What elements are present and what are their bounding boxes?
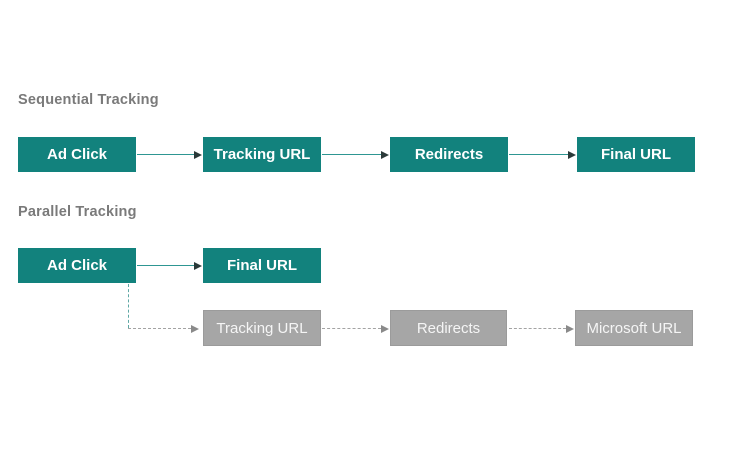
- arrowhead-icon: [194, 150, 202, 159]
- arrow-par-trackingurl-to-redirects-dashed: [322, 324, 389, 333]
- arrow-seq-trackingurl-to-redirects: [322, 150, 389, 159]
- arrow-shaft: [322, 154, 381, 155]
- parallel-tracking-heading: Parallel Tracking: [18, 204, 137, 220]
- node-sequential-ad-click: Ad Click: [18, 137, 136, 172]
- arrow-par-redirects-to-microsofturl-dashed: [509, 324, 574, 333]
- node-sequential-final-url: Final URL: [577, 137, 695, 172]
- node-parallel-tracking-url: Tracking URL: [203, 310, 321, 346]
- arrow-shaft: [137, 154, 194, 155]
- node-parallel-ad-click: Ad Click: [18, 248, 136, 283]
- arrowhead-icon: [381, 150, 389, 159]
- sequential-tracking-heading: Sequential Tracking: [18, 92, 159, 108]
- arrowhead-icon: [191, 324, 199, 333]
- arrow-seq-redirects-to-finalurl: [509, 150, 576, 159]
- arrow-shaft: [322, 328, 381, 329]
- node-parallel-microsoft-url: Microsoft URL: [575, 310, 693, 346]
- arrow-seq-adclick-to-trackingurl: [137, 150, 202, 159]
- arrow-par-adclick-to-trackingurl-dashed: [128, 324, 199, 333]
- arrow-shaft: [509, 154, 568, 155]
- arrow-par-adclick-to-finalurl: [137, 261, 202, 270]
- arrowhead-icon: [566, 324, 574, 333]
- arrow-shaft: [509, 328, 566, 329]
- arrow-shaft: [128, 328, 191, 329]
- node-sequential-redirects: Redirects: [390, 137, 508, 172]
- arrowhead-icon: [381, 324, 389, 333]
- node-parallel-redirects: Redirects: [390, 310, 507, 346]
- node-parallel-final-url: Final URL: [203, 248, 321, 283]
- node-sequential-tracking-url: Tracking URL: [203, 137, 321, 172]
- arrowhead-icon: [194, 261, 202, 270]
- arrow-shaft: [137, 265, 194, 266]
- dashed-elbow-vertical-line: [128, 284, 129, 328]
- arrowhead-icon: [568, 150, 576, 159]
